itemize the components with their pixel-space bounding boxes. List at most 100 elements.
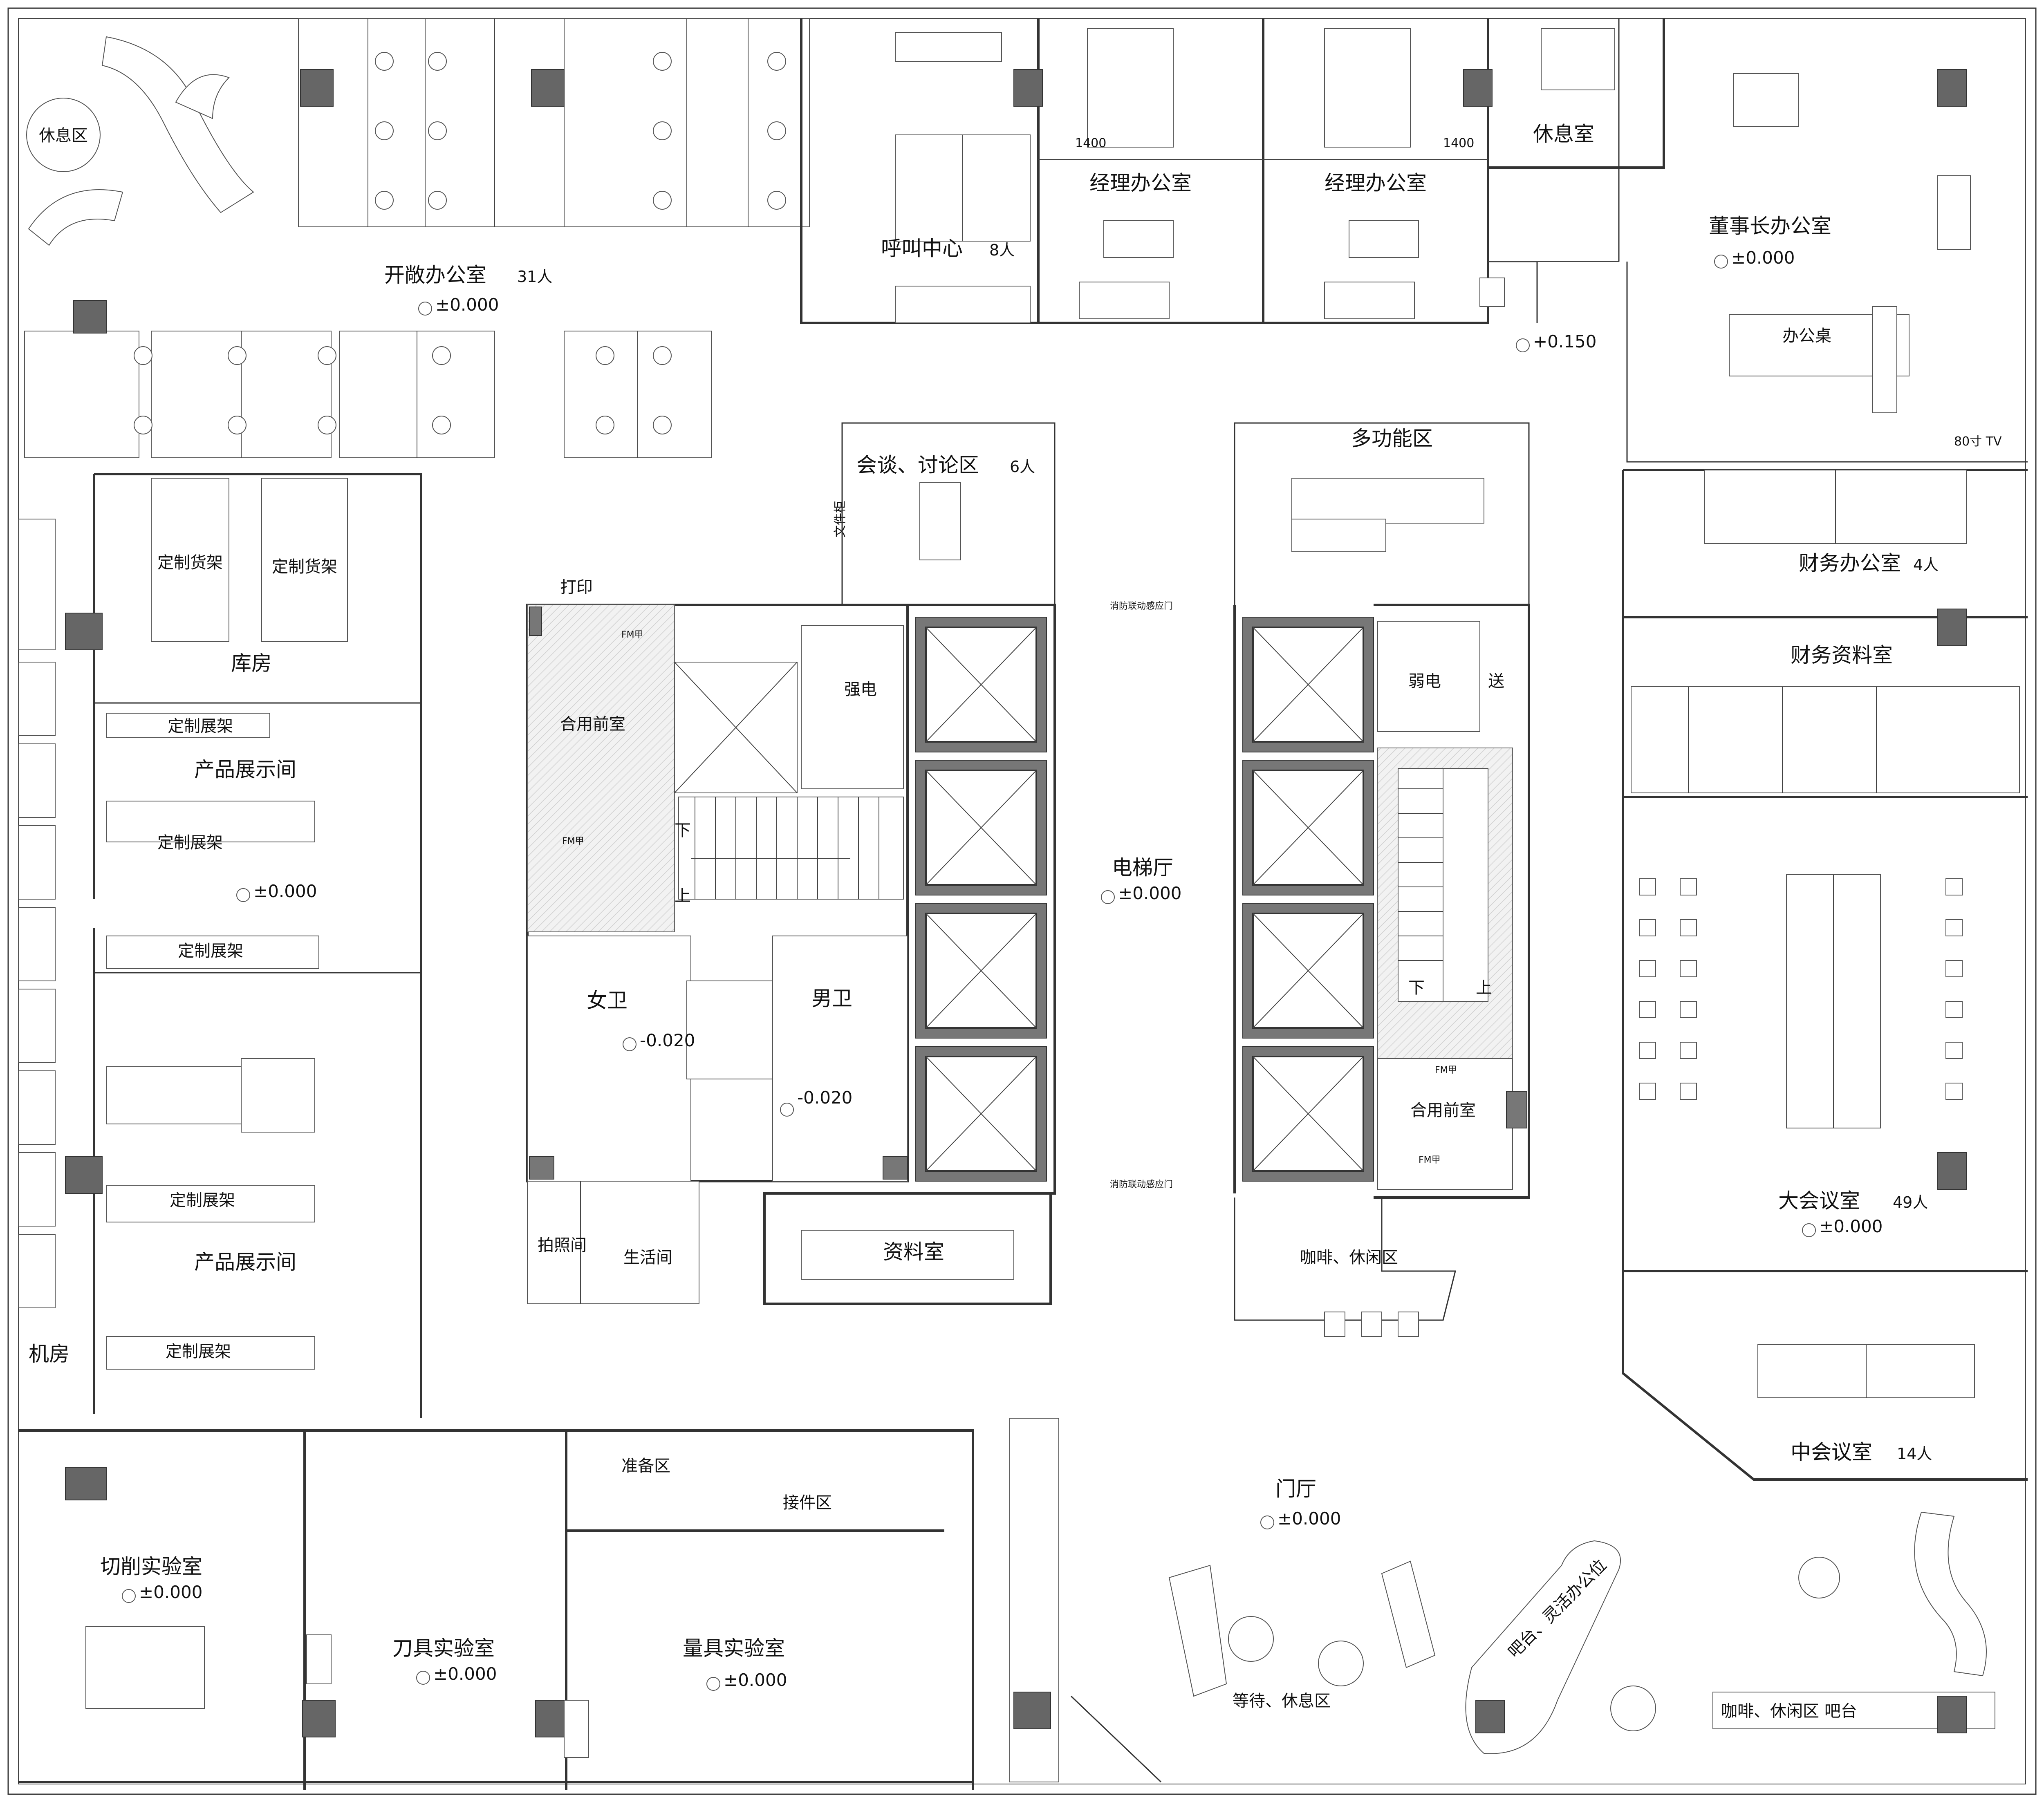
central-core-west: 打印 文件柜 合用前室 FM甲 FM甲 强电 下 上 女卫 -0.020 男卫 … <box>526 501 1052 1305</box>
elevator-hall-level: ±0.000 <box>1118 883 1181 903</box>
weak-power-label: 弱电 <box>1408 672 1441 691</box>
call-center-count: 8人 <box>989 241 1015 259</box>
open-office-count: 31人 <box>517 268 552 286</box>
corridor-level: +0.150 <box>1533 331 1596 351</box>
level-marker <box>122 1589 136 1603</box>
fire-door-label: 消防联动感应门 <box>1110 601 1173 611</box>
stair-down-label: 下 <box>675 821 691 840</box>
level-marker <box>1802 1223 1816 1237</box>
rest-area-seating <box>26 36 254 246</box>
warehouse-showrooms: 定制货架 定制货架 库房 定制展架 产品展示间 定制展架 ±0.000 定制展架… <box>18 473 422 1418</box>
lounge-label: 休息室 <box>1533 122 1594 146</box>
showroom-level: ±0.000 <box>253 881 317 901</box>
workstation-block <box>298 18 810 227</box>
desk-label: 办公桌 <box>1782 327 1831 345</box>
machine-room-label: 机房 <box>29 1342 69 1366</box>
gauge-lab-label: 量具实验室 <box>683 1636 785 1660</box>
dimension-label: 1400 <box>1443 136 1474 150</box>
womens-wc-label: 女卫 <box>587 989 628 1012</box>
coffee-bar-label: 咖啡、休闲区 吧台 <box>1721 1702 1857 1721</box>
level-marker <box>236 888 250 902</box>
open-office-level: ±0.000 <box>435 295 499 315</box>
manager-office-label: 经理办公室 <box>1089 171 1192 195</box>
mens-wc-level: -0.020 <box>797 1088 852 1108</box>
finance-rooms: 财务办公室 4人 财务资料室 <box>1622 469 2028 798</box>
workstation-block <box>24 300 712 458</box>
stair-up-label: 上 <box>1476 978 1492 997</box>
level-marker <box>1714 255 1728 269</box>
shelf-label: 定制货架 <box>272 557 337 576</box>
coffee-lounge-label: 咖啡、休闲区 <box>1300 1248 1398 1267</box>
central-core-east: 弱电 送 下 上 合用前室 FM甲 FM甲 咖啡、休闲区 <box>1234 604 1530 1337</box>
manager-office-label: 经理办公室 <box>1325 171 1427 195</box>
display-rack-label: 定制展架 <box>168 717 233 736</box>
meeting-rooms: 大会议室 49人 ±0.000 中会议室 14人 <box>1622 797 2028 1481</box>
gauge-lab-level: ±0.000 <box>724 1670 787 1690</box>
lobby-label: 门厅 <box>1275 1477 1316 1501</box>
chairman-office-label: 董事长办公室 <box>1709 214 1831 238</box>
level-marker <box>1260 1515 1274 1529</box>
finance-office-count: 4人 <box>1913 556 1939 574</box>
fm-door-label: FM甲 <box>621 630 643 640</box>
receiving-area-label: 接件区 <box>783 1493 832 1512</box>
fm-door-label: FM甲 <box>562 836 584 846</box>
call-center-label: 呼叫中心 <box>881 237 963 260</box>
fire-door-label: 消防联动感应门 <box>1110 1180 1173 1190</box>
elevator-hall: 电梯厅 ±0.000 消防联动感应门 消防联动感应门 <box>908 601 1374 1195</box>
lobby: 门厅 ±0.000 等待、休息区 吧台、灵活办公位 咖啡、休闲区 吧台 <box>1009 1418 1995 1783</box>
showroom-label: 产品展示间 <box>194 1250 296 1274</box>
level-marker <box>1516 338 1530 352</box>
fm-door-label: FM甲 <box>1419 1155 1441 1165</box>
dimension-label: 1400 <box>1075 136 1106 150</box>
meeting-chairs <box>1639 878 1963 1100</box>
anteroom-label: 合用前室 <box>1410 1101 1476 1120</box>
labs: 准备区 接件区 切削实验室 ±0.000 刀具实验室 ±0.000 量具实验室 … <box>18 1429 974 1790</box>
prep-area-label: 准备区 <box>621 1457 670 1475</box>
large-meeting-label: 大会议室 <box>1778 1189 1860 1213</box>
level-marker <box>418 302 432 316</box>
fm-door-label: FM甲 <box>1435 1065 1457 1075</box>
rest-area-label: 休息区 <box>39 126 88 145</box>
waiting-area-label: 等待、休息区 <box>1233 1692 1331 1710</box>
shelf-label: 定制货架 <box>157 553 223 572</box>
display-rack-label: 定制展架 <box>170 1191 235 1210</box>
file-cabinet-label: 文件柜 <box>833 501 847 537</box>
tool-lab-level: ±0.000 <box>433 1664 497 1684</box>
tool-lab-label: 刀具实验室 <box>392 1636 495 1660</box>
cutting-lab-level: ±0.000 <box>139 1582 202 1602</box>
medium-meeting-count: 14人 <box>1897 1445 1932 1463</box>
warehouse-label: 库房 <box>231 651 272 675</box>
west-windows <box>18 519 56 1308</box>
showroom-label: 产品展示间 <box>194 758 296 781</box>
open-office-zone: 休息区 开敞办公室 31人 ±0.000 <box>24 18 810 458</box>
archive-label: 资料室 <box>883 1240 944 1264</box>
display-rack-label: 定制展架 <box>166 1342 231 1361</box>
display-rack-label: 定制展架 <box>157 833 223 852</box>
finance-office-label: 财务办公室 <box>1799 551 1901 575</box>
lobby-level: ±0.000 <box>1278 1509 1341 1529</box>
mens-wc-label: 男卫 <box>811 987 852 1010</box>
photo-room-label: 拍照间 <box>538 1236 587 1255</box>
stair-up-label: 上 <box>675 886 691 905</box>
office-suite-top: 1400 1400 呼叫中心 8人 经理办公室 经理办公室 <box>800 18 1493 324</box>
level-marker <box>623 1037 637 1051</box>
level-marker <box>780 1103 794 1117</box>
display-rack-label: 定制展架 <box>178 942 243 960</box>
utility-room-label: 生活间 <box>623 1248 672 1267</box>
finance-archive-label: 财务资料室 <box>1791 643 1893 667</box>
large-meeting-level: ±0.000 <box>1819 1216 1883 1236</box>
level-marker <box>416 1671 430 1685</box>
elevator-hall-label: 电梯厅 <box>1112 856 1173 880</box>
tv-label: 80寸 TV <box>1954 434 2002 449</box>
print-label: 打印 <box>560 578 593 597</box>
discussion-areas: 会谈、讨论区 6人 多功能区 <box>841 422 1530 605</box>
medium-meeting-label: 中会议室 <box>1791 1440 1872 1464</box>
air-supply-label: 送 <box>1488 672 1504 691</box>
level-marker <box>1101 890 1115 904</box>
stair-down-label: 下 <box>1408 978 1425 997</box>
multi-function-label: 多功能区 <box>1351 427 1433 450</box>
discussion-count: 6人 <box>1010 458 1035 476</box>
chairman-suite: 休息室 董事长办公室 ±0.000 办公桌 80寸 TV +0.150 <box>1479 18 2028 463</box>
strong-power-label: 强电 <box>844 680 877 699</box>
